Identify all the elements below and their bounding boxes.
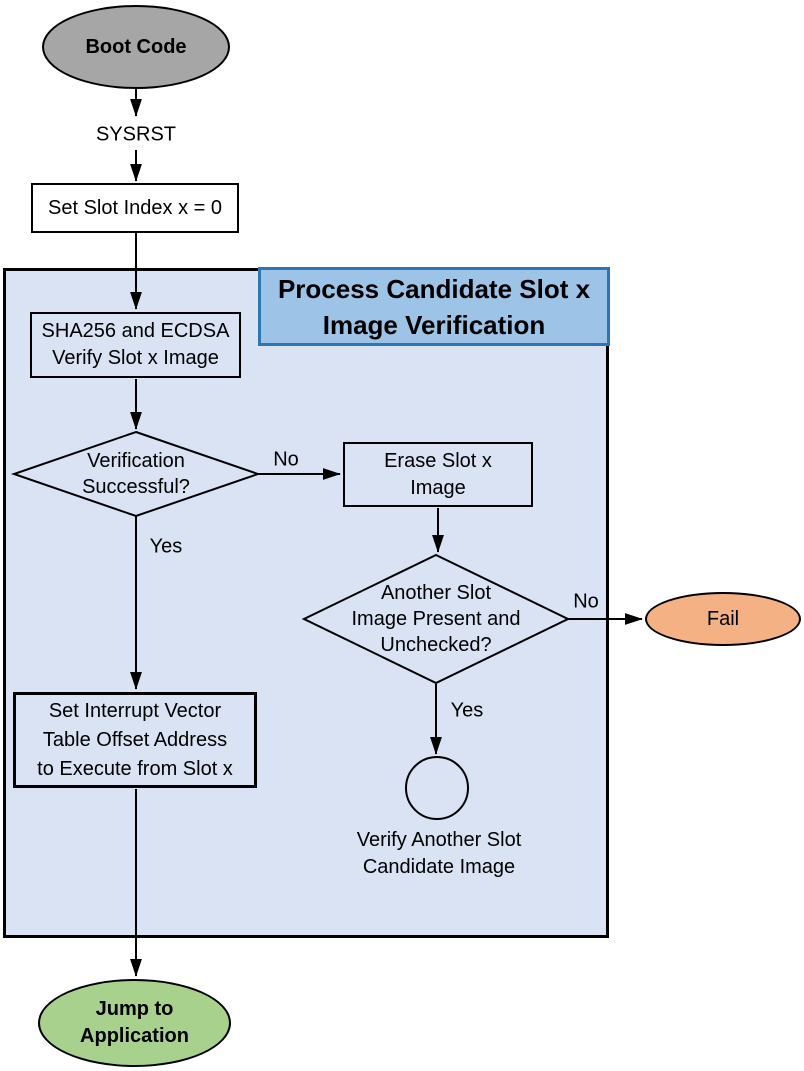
connector-caption: Verify Another Slot Candidate Image <box>329 827 549 881</box>
sha-verify-line2: Verify Slot x Image <box>52 347 219 369</box>
connector-caption-line1: Verify Another Slot <box>356 829 522 851</box>
another-slot-line2: Image Present and <box>351 608 521 630</box>
erase-slot-line1: Erase Slot x <box>384 449 492 472</box>
another-slot-no-label: No <box>573 590 599 613</box>
another-slot-line1: Another Slot <box>380 582 492 604</box>
fail-label: Fail <box>706 607 740 630</box>
connector-caption-line2: Candidate Image <box>362 856 516 878</box>
connector-circle <box>405 756 469 820</box>
set-interrupt-line1: Set Interrupt Vector <box>48 699 222 722</box>
sha-verify-node: SHA256 and ECDSA Verify Slot x Image <box>30 312 241 378</box>
verification-line2: Successful? <box>82 476 190 498</box>
set-slot-index-label: Set Slot Index x = 0 <box>48 196 222 219</box>
erase-slot-line2: Image <box>410 476 466 499</box>
container-title-line1: Process Candidate Slot x <box>277 273 591 304</box>
container-title-line2: Image Verification <box>322 309 546 340</box>
verification-yes-label: Yes <box>149 535 183 558</box>
boot-code-node: Boot Code <box>42 5 230 89</box>
jump-line1: Jump to <box>95 998 174 1020</box>
jump-line2: Application <box>80 1025 189 1047</box>
set-interrupt-vector-node: Set Interrupt Vector Table Offset Addres… <box>13 692 257 788</box>
fail-node: Fail <box>645 592 801 646</box>
boot-code-label: Boot Code <box>85 35 187 58</box>
container-title: Process Candidate Slot x Image Verificat… <box>258 267 610 346</box>
jump-to-application-node: Jump to Application <box>38 979 231 1067</box>
another-slot-line3: Unchecked? <box>380 634 492 656</box>
another-slot-yes-label: Yes <box>450 699 484 722</box>
set-interrupt-line3: to Execute from Slot x <box>37 757 233 780</box>
verification-line1: Verification <box>87 450 185 472</box>
sysrst-label: SYSRST <box>95 123 177 146</box>
sha-verify-line1: SHA256 and ECDSA <box>41 320 230 342</box>
set-interrupt-line2: Table Offset Address <box>42 728 228 751</box>
another-slot-text: Another Slot Image Present and Unchecked… <box>304 555 568 683</box>
set-slot-index-node: Set Slot Index x = 0 <box>31 183 239 233</box>
verification-successful-text: Verification Successful? <box>14 432 258 516</box>
another-slot-diamond <box>301 553 571 685</box>
erase-slot-node: Erase Slot x Image <box>343 442 533 507</box>
verification-no-label: No <box>273 448 299 471</box>
